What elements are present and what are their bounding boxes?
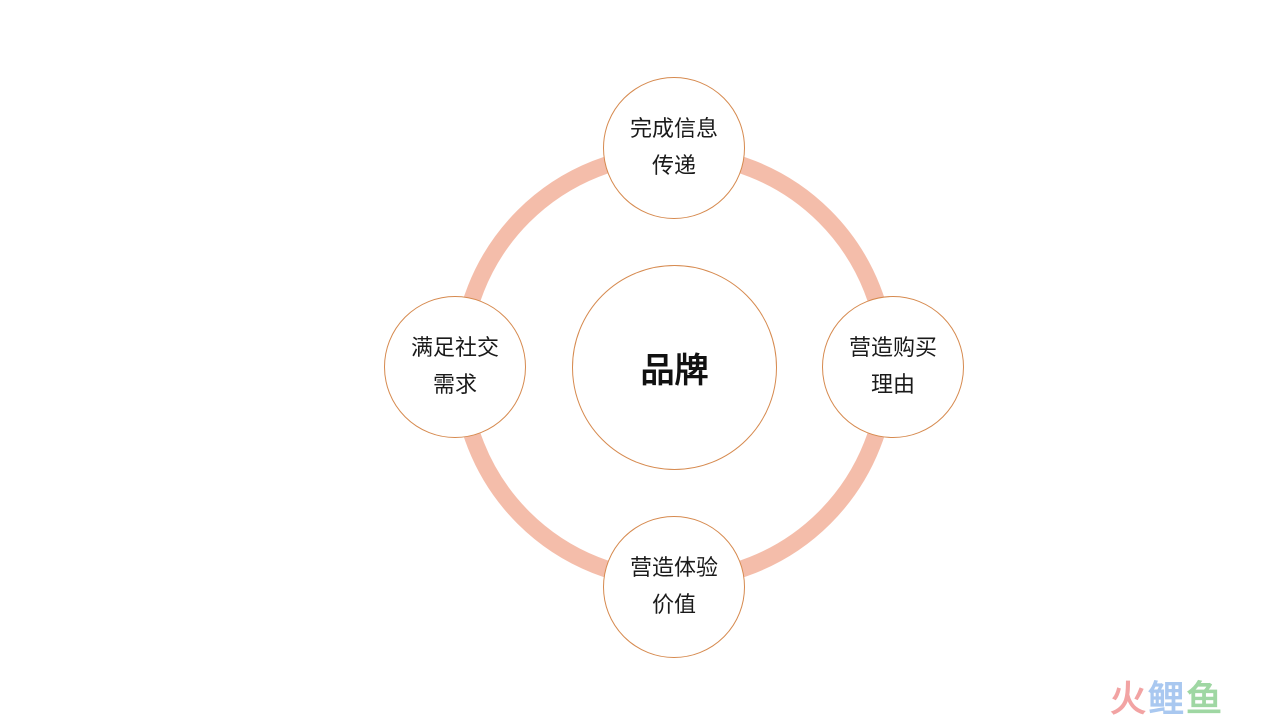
watermark-char-1: 火 [1110,679,1149,720]
node-bottom-label: 营造体验 价值 [629,556,718,618]
node-top: 完成信息 传递 [603,77,745,219]
node-left-label: 满足社交 需求 [410,336,499,398]
center-label: 品牌 [640,351,709,391]
watermark-char-2: 鲤 [1148,679,1187,720]
node-right: 营造购买 理由 [822,296,964,438]
node-bottom: 营造体验 价值 [603,516,745,658]
node-left: 满足社交 需求 [384,296,526,438]
watermark-logo: 火 鲤 鱼 [1110,676,1224,720]
node-right-label: 营造购买 理由 [848,336,937,398]
watermark-char-3: 鱼 [1186,679,1225,720]
center-circle: 品牌 [572,265,777,470]
node-top-label: 完成信息 传递 [629,117,718,179]
